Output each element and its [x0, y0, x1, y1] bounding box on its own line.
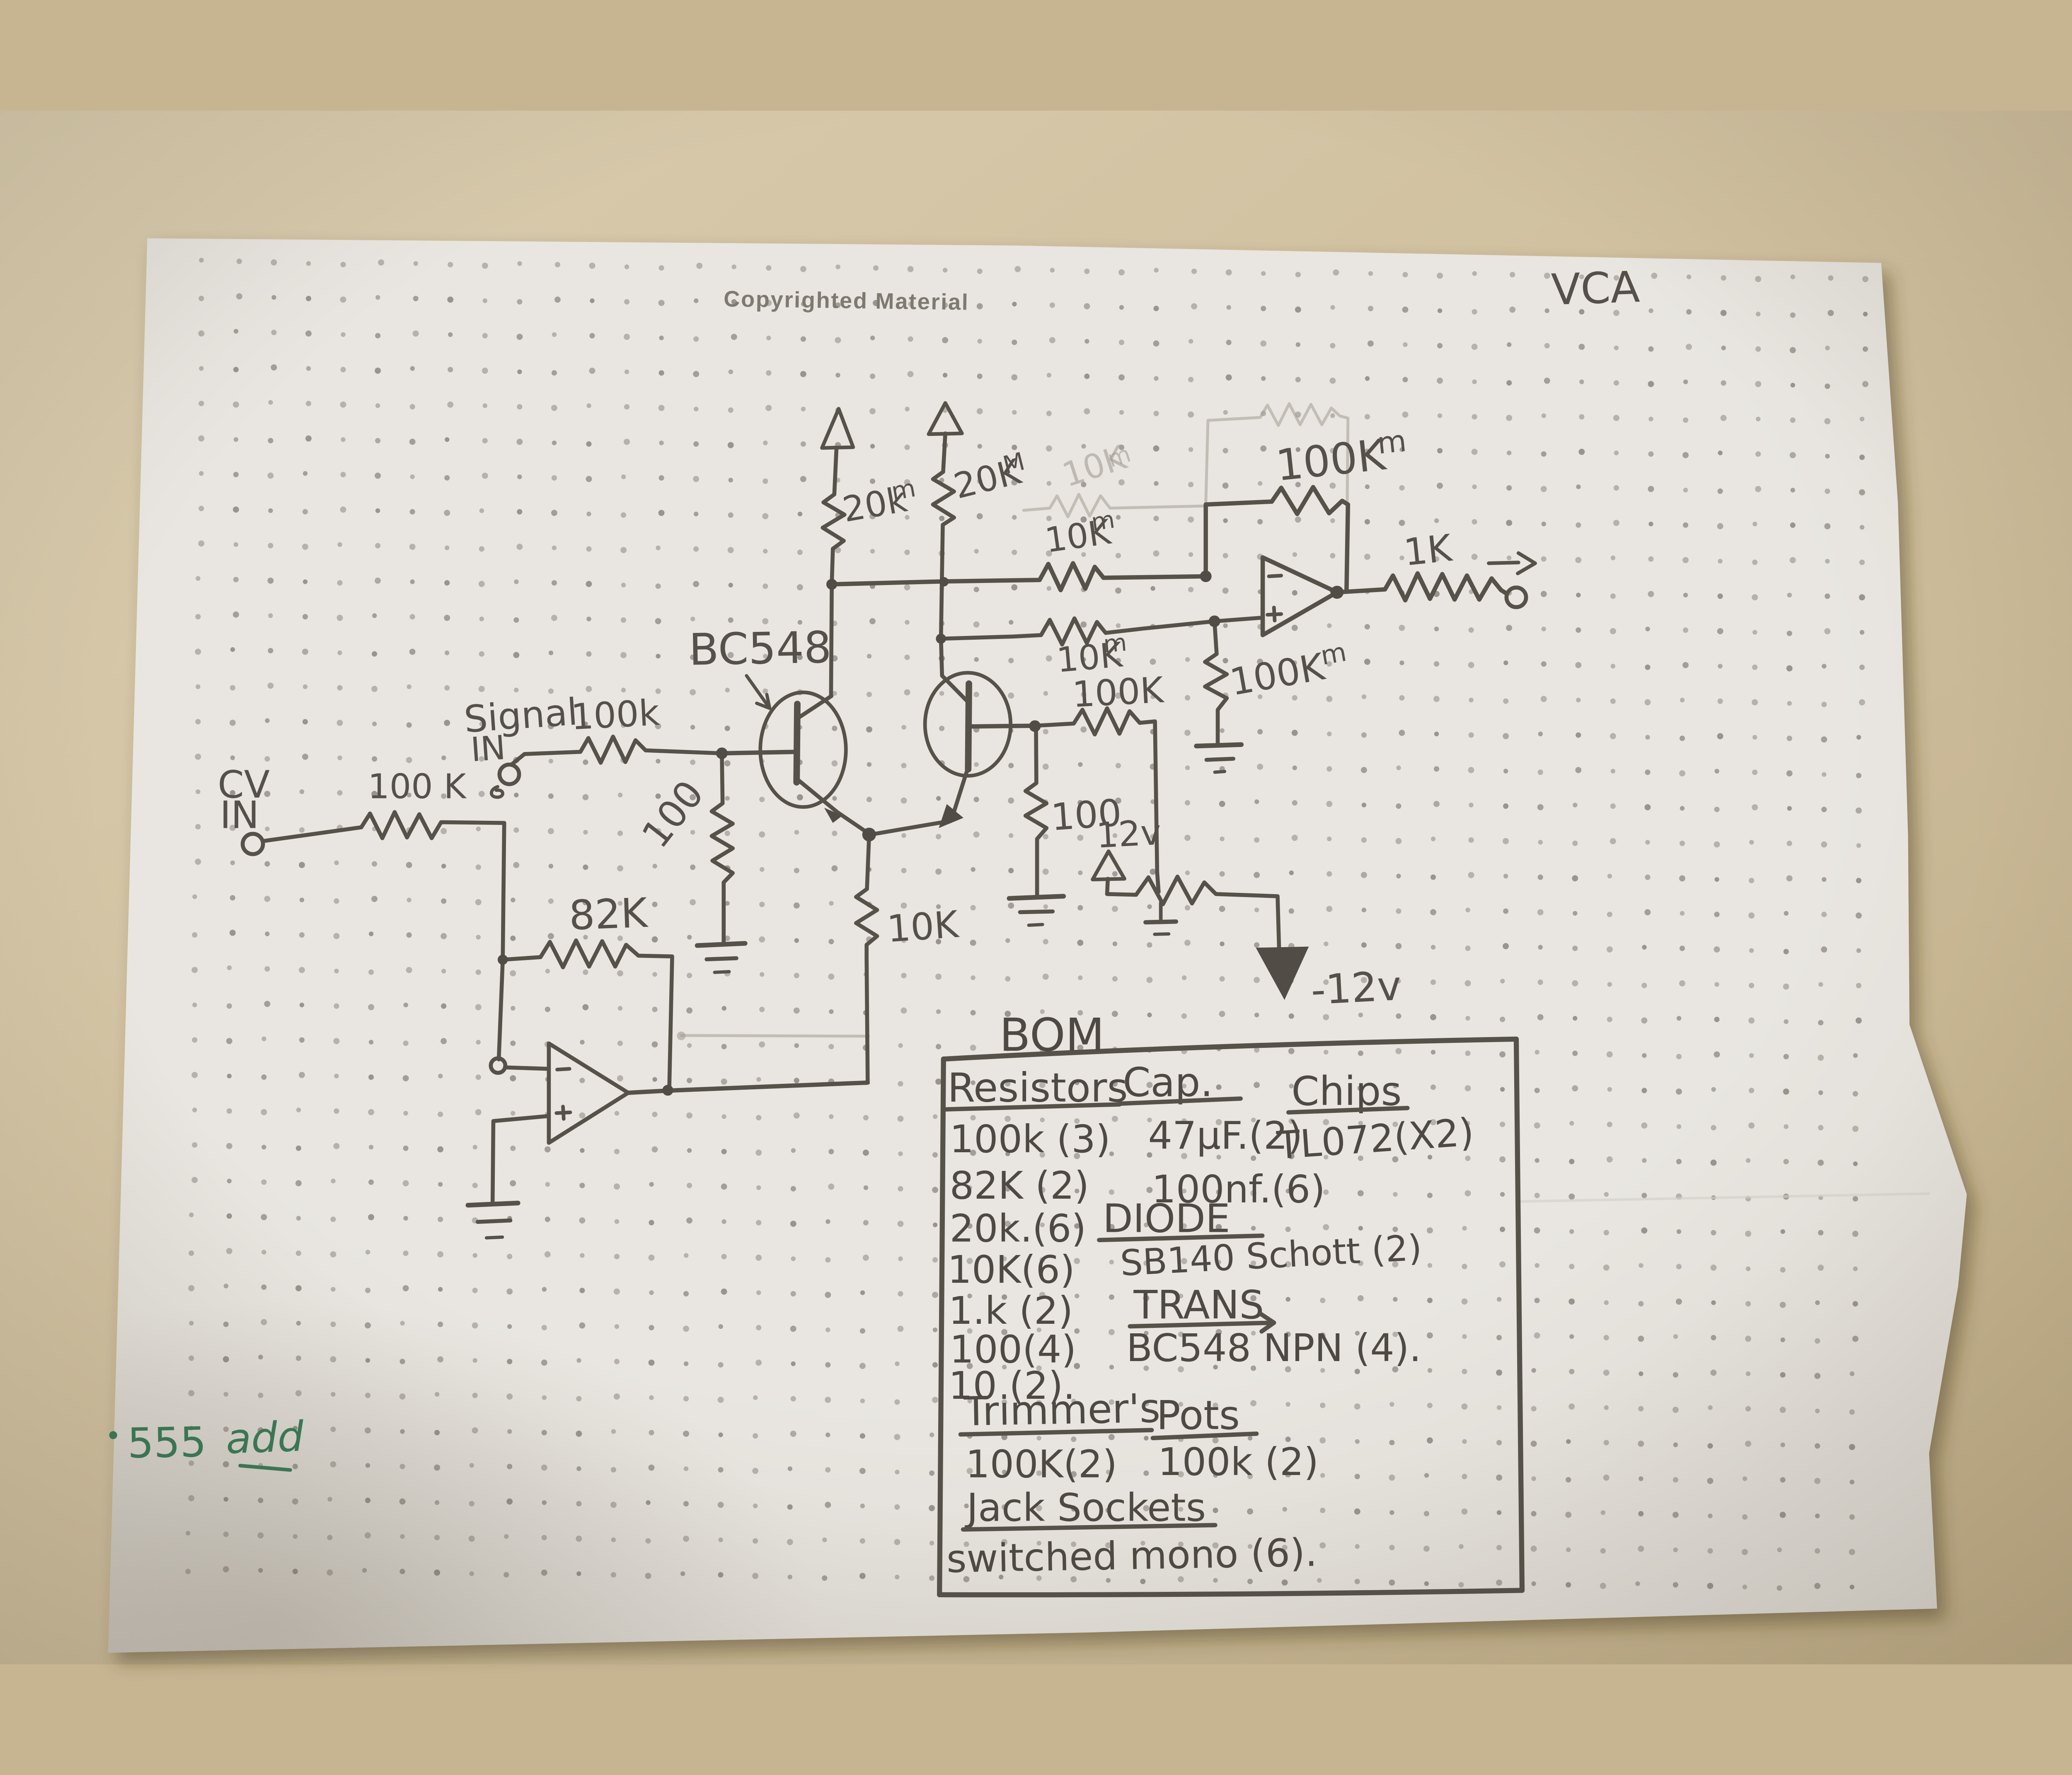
photo-vignette	[0, 111, 2072, 1664]
